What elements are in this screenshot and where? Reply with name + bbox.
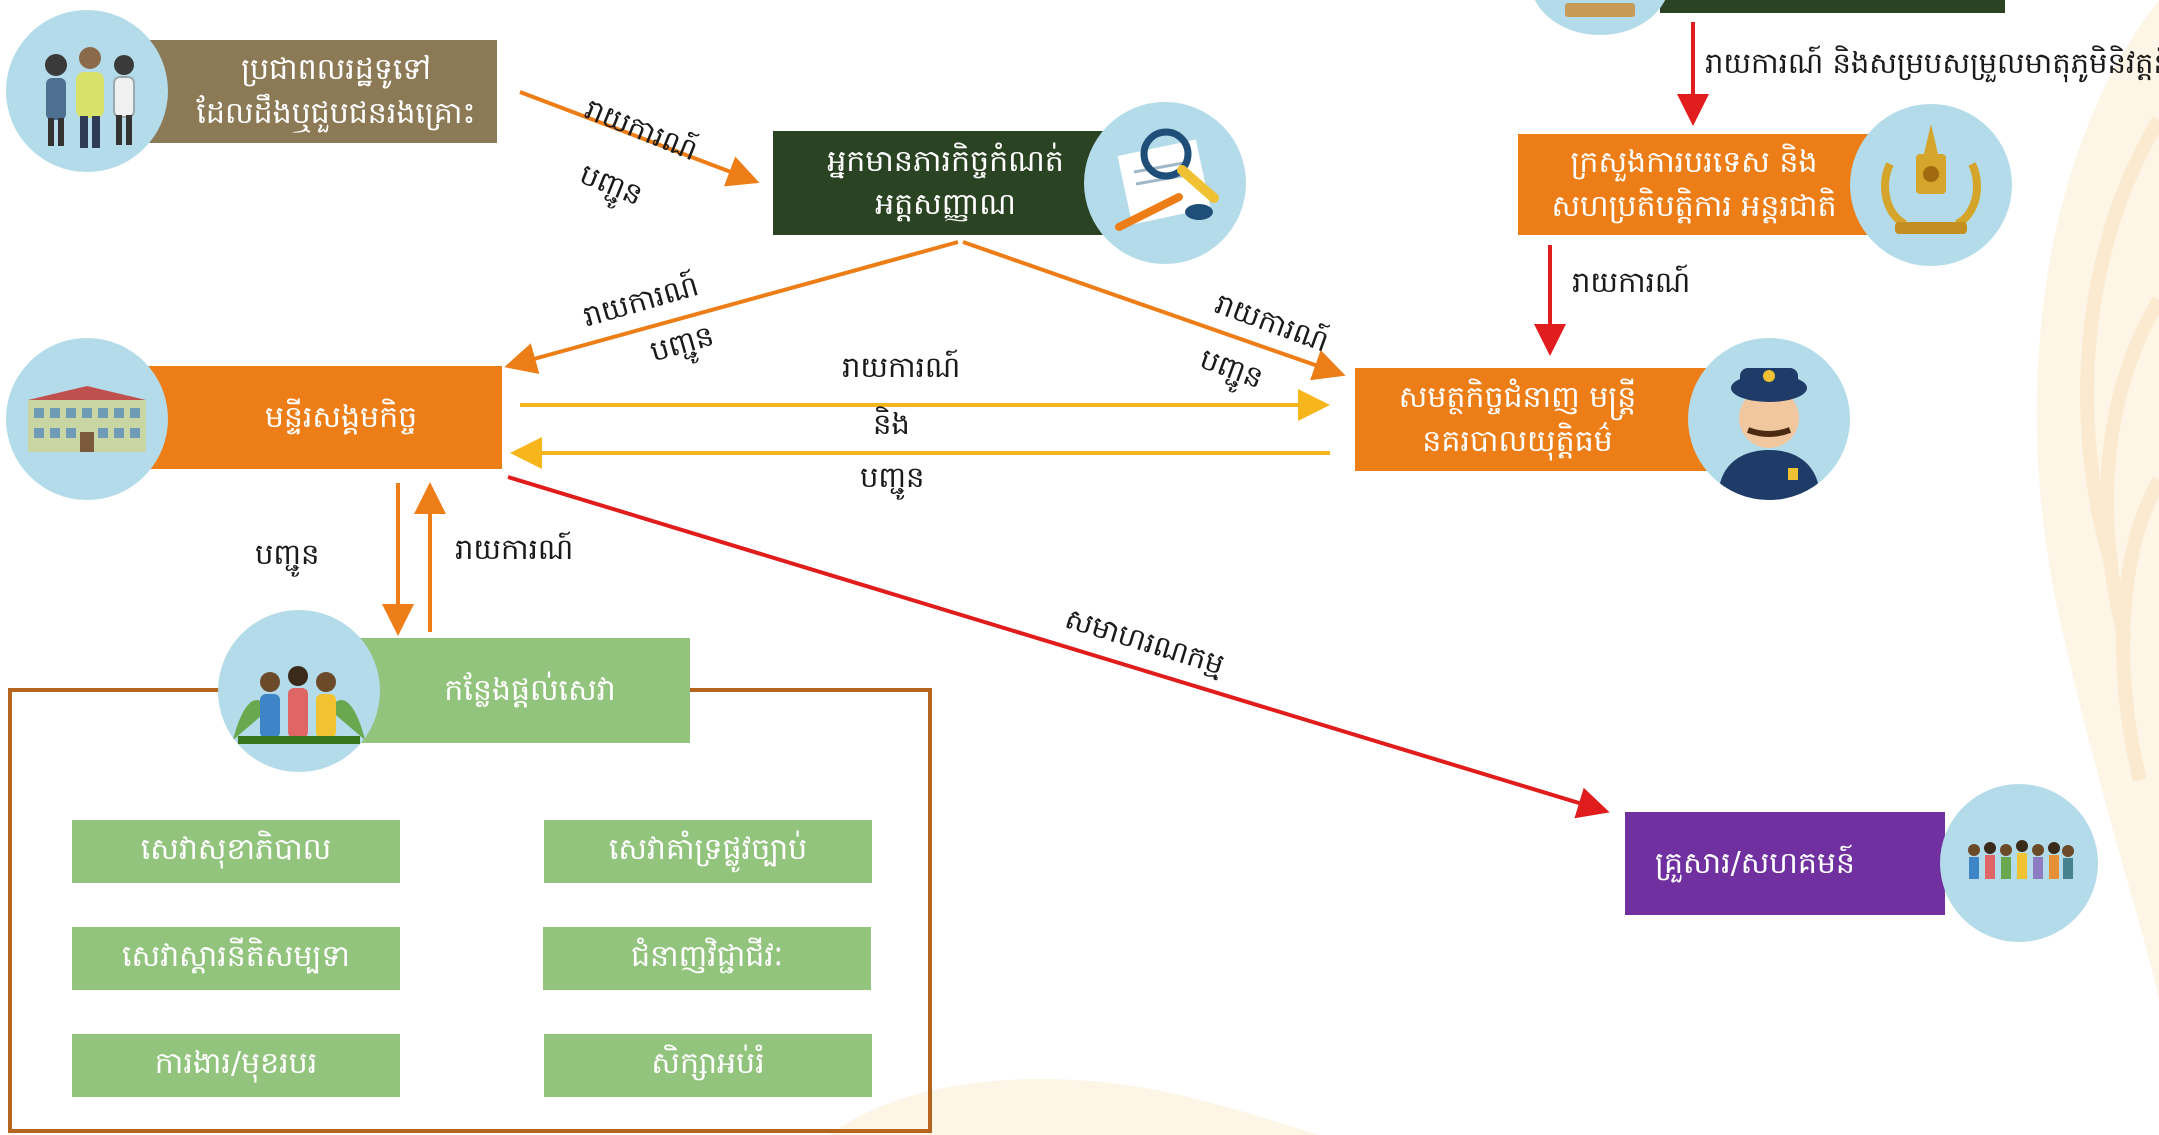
node-social-dept-label: មន្ទីរសង្គមកិច្ច (264, 399, 418, 435)
label-report-coordinate: រាយការណ៍ និងសម្របសម្រួលមាតុភូមិនិវត្តន៍ (1705, 46, 2159, 80)
arrow-public-to-identifier (519, 90, 760, 187)
service-rehabilitation: សេវាស្តារនីតិសម្បទា (72, 927, 400, 990)
magnifier-document-icon (1084, 102, 1246, 264)
building-icon (6, 338, 168, 500)
people-talking-icon (6, 10, 168, 172)
top-cutoff-node (1660, 0, 2005, 13)
label-report-vertical: រាយការណ៍ (455, 532, 574, 566)
node-identifier: អ្នកមានភារកិច្ចកំណត់ អត្តសញ្ញាណ (773, 131, 1118, 235)
service-health: សេវាសុខាភិបាល (72, 820, 400, 883)
node-family: គ្រួសារ/សហគមន៍ (1625, 812, 1945, 915)
service-education: សិក្សាអប់រំ (544, 1034, 872, 1097)
group-of-people-icon (218, 610, 380, 772)
police-officer-icon (1688, 338, 1850, 500)
node-foreign-ministry-label: ក្រសួងការបរទេស និង សហប្រតិបត្តិការ អន្តរ… (1551, 145, 1837, 224)
node-social-dept: មន្ទីរសង្គមកិច្ច (130, 366, 502, 469)
label-report-ministry: រាយការណ៍ (1572, 265, 1691, 299)
arrow-social-to-family (507, 475, 1610, 819)
node-family-label: គ្រួសារ/សហគមន៍ (1655, 845, 1855, 881)
arrow-identifier-to-police (962, 240, 1346, 381)
node-public-label: ប្រជាពលរដ្ឋទូទៅ ដែលដឹងឬជួបជនរងគ្រោះ (196, 52, 476, 131)
label-and-horizontal: និង (873, 407, 910, 441)
node-public: ប្រជាពលរដ្ឋទូទៅ ដែលដឹងឬជួបជនរងគ្រោះ (115, 40, 497, 143)
node-police-label: សមត្ថកិច្ចជំនាញ មន្ត្រី នគរបាលយុត្តិធម៌ (1398, 380, 1637, 459)
node-service-place-label: កន្លែងផ្តល់សេវា (444, 672, 616, 708)
service-legal: សេវាគាំទ្រផ្លូវច្បាប់ (544, 820, 872, 883)
service-employment: ការងារ/មុខរបរ (72, 1034, 400, 1097)
node-police: សមត្ថកិច្ចជំនាញ មន្ត្រី នគរបាលយុត្តិធម៌ (1355, 368, 1720, 471)
node-foreign-ministry: ក្រសួងការបរទេស និង សហប្រតិបត្តិការ អន្តរ… (1518, 134, 1890, 235)
label-refer-horizontal: បញ្ជូន (860, 460, 925, 494)
label-refer-vertical: បញ្ជូន (255, 537, 320, 571)
node-identifier-label: អ្នកមានភារកិច្ចកំណត់ អត្តសញ្ញាណ (827, 143, 1064, 223)
crowd-icon (1940, 784, 2098, 942)
arrow-identifier-to-social (504, 240, 959, 375)
label-report-horizontal: រាយការណ៍ (842, 350, 961, 384)
service-vocational: ជំនាញវិជ្ជាជីវៈ (543, 927, 871, 990)
royal-emblem-icon (1850, 104, 2012, 266)
